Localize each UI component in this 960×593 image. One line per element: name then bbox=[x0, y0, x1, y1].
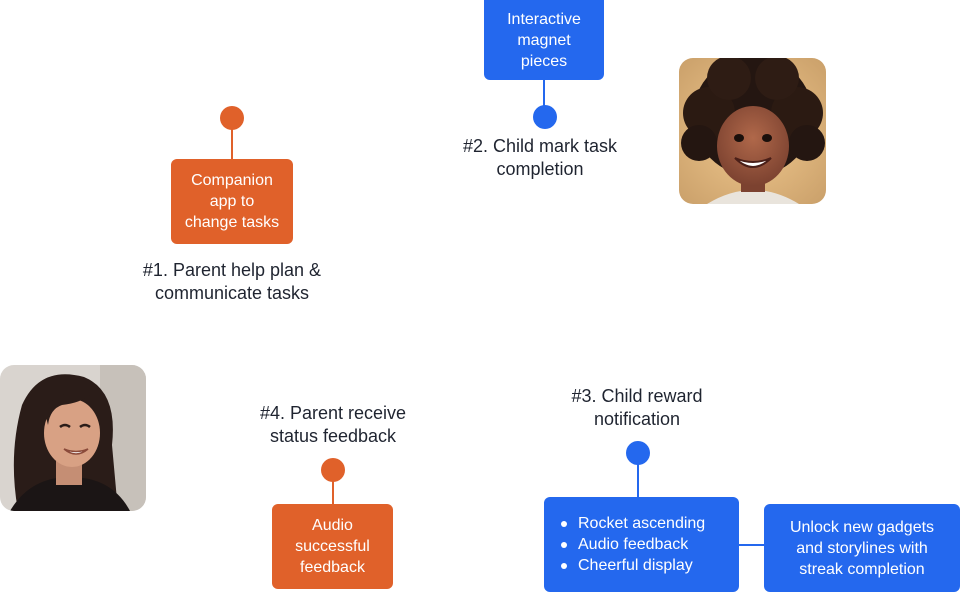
child-photo bbox=[679, 58, 826, 204]
step1-companion-app-box: Companion app to change tasks bbox=[171, 159, 293, 244]
step3-unlock-box: Unlock new gadgets and storylines with s… bbox=[764, 504, 960, 592]
parent-photo bbox=[0, 365, 146, 511]
step1-box-line: app to bbox=[209, 193, 255, 210]
step4-audio-feedback-box: Audio successful feedback bbox=[272, 504, 393, 589]
step2-connector-dot bbox=[533, 105, 557, 129]
step4-box-line: successful bbox=[295, 538, 370, 555]
step2-box-line: pieces bbox=[520, 52, 568, 70]
step2-connector-line bbox=[543, 80, 545, 108]
step2-box-line: Interactive bbox=[507, 10, 581, 28]
step3-unlock-line: streak completion bbox=[799, 560, 925, 578]
step4-connector-line bbox=[332, 480, 334, 505]
step3-reward-item: Audio feedback bbox=[559, 534, 705, 555]
step1-label: #1. Parent help plan & communicate tasks bbox=[142, 260, 322, 303]
step2-box-line: magnet bbox=[517, 31, 571, 49]
step1-box-line: change tasks bbox=[184, 214, 280, 231]
step4-box-line: feedback bbox=[300, 559, 365, 576]
step4-box-line: Audio bbox=[312, 517, 353, 534]
step3-reward-list: Rocket ascending Audio feedback Cheerful… bbox=[559, 513, 705, 576]
step3-connector-line bbox=[637, 463, 639, 498]
step3-reward-item: Rocket ascending bbox=[559, 513, 705, 534]
step1-connector-dot bbox=[220, 106, 244, 130]
step3-unlock-line: Unlock new gadgets bbox=[789, 518, 935, 536]
step3-reward-box: Rocket ascending Audio feedback Cheerful… bbox=[544, 497, 739, 592]
step2-magnet-pieces-box: Interactive magnet pieces bbox=[484, 0, 604, 80]
step4-label: #4. Parent receive status feedback bbox=[259, 403, 407, 446]
step3-unlock-line: and storylines with bbox=[796, 539, 928, 557]
step1-connector-line bbox=[231, 128, 233, 160]
step3-label: #3. Child reward notification bbox=[571, 386, 703, 429]
step4-connector-dot bbox=[321, 458, 345, 482]
step3-reward-item: Cheerful display bbox=[559, 555, 705, 576]
step1-box-line: Companion bbox=[191, 172, 273, 189]
step2-label: #2. Child mark task completion bbox=[462, 136, 618, 179]
step3-connector-dot bbox=[626, 441, 650, 465]
step3-side-connector bbox=[739, 544, 765, 546]
